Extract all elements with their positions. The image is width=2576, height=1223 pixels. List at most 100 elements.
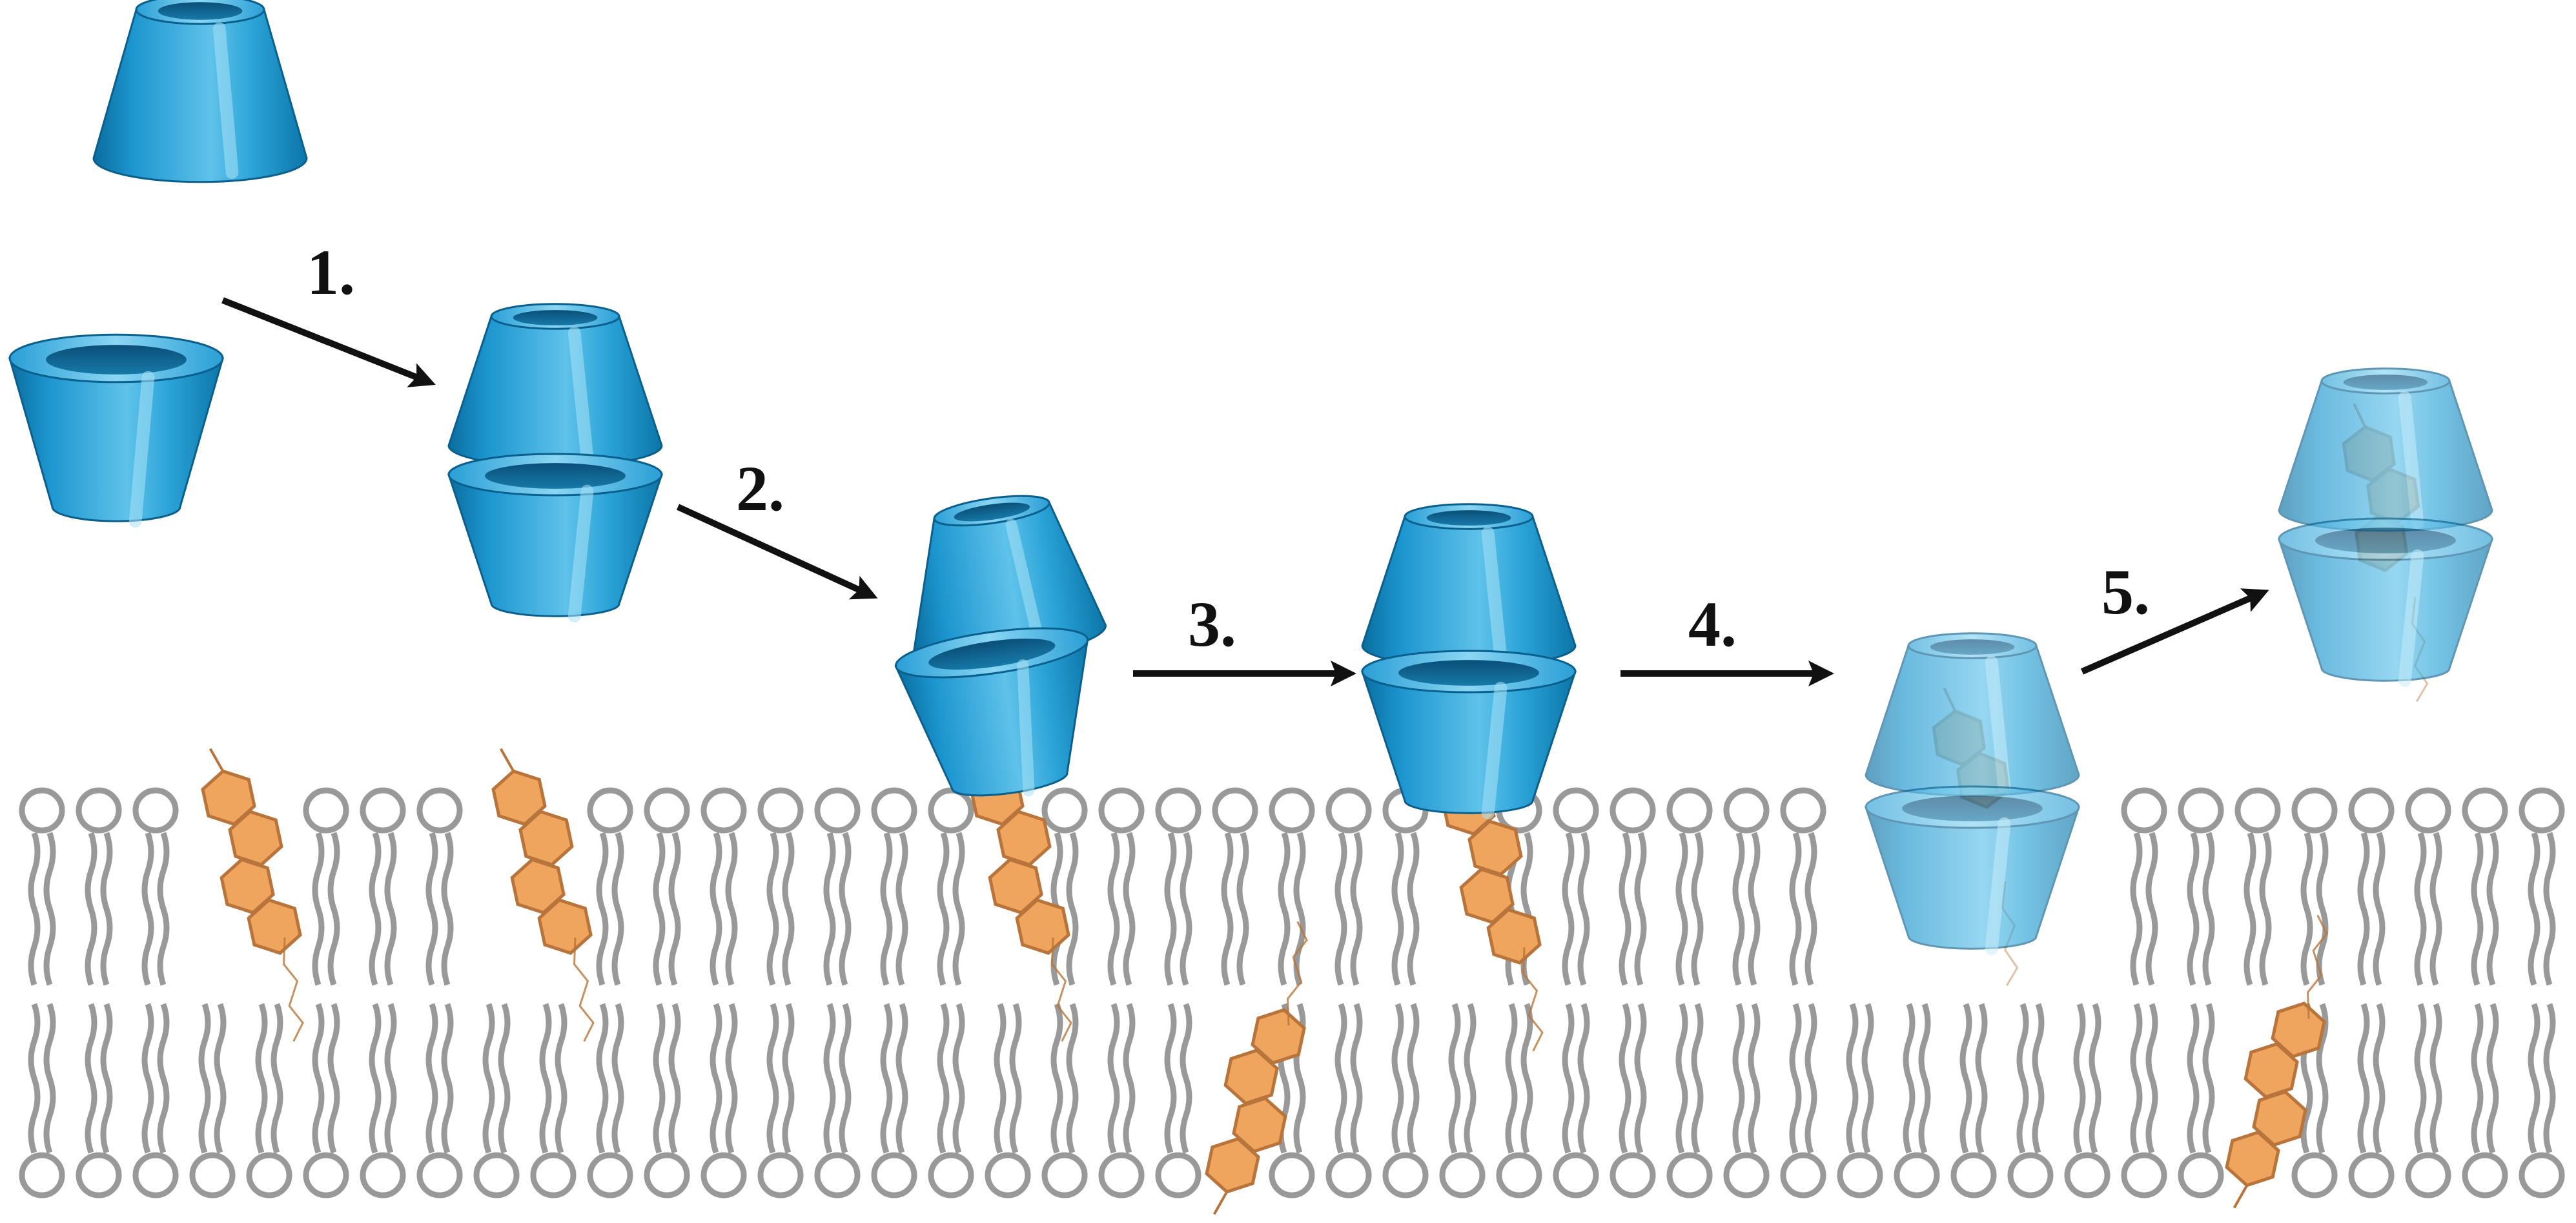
lipid-headgroup-icon xyxy=(2007,1152,2054,1198)
lipid-tail-icon xyxy=(2429,1003,2442,1154)
lipid-headgroup-icon xyxy=(246,1152,292,1198)
lipid-tail-icon xyxy=(1350,832,1363,986)
lipid-headgroup-icon xyxy=(473,1152,520,1198)
lipid-headgroup-icon xyxy=(2405,1152,2451,1198)
lipid-headgroup-icon xyxy=(644,787,690,834)
lipid-headgroup-icon xyxy=(303,1152,349,1198)
lipid-tail-icon xyxy=(327,1003,340,1154)
lipid-tail-icon xyxy=(2244,832,2256,986)
lipid-tail-icon xyxy=(1732,1003,1745,1154)
lipid-headgroup-icon xyxy=(1098,787,1145,834)
lipid-tail-icon xyxy=(611,832,624,986)
cyclodextrin-cone-icon xyxy=(1864,785,2081,956)
lipid-tail-icon xyxy=(1066,1003,1079,1154)
lipid-tail-icon xyxy=(1066,832,1079,986)
lipid-tail-icon xyxy=(1123,832,1136,986)
lipid-headgroup-icon xyxy=(189,1152,236,1198)
lipid-tail-icon xyxy=(1278,832,1291,986)
lipid-bilayer xyxy=(19,787,2565,1198)
lipid-headgroup-icon xyxy=(1610,1152,1656,1198)
lipid-tail-icon xyxy=(2187,1003,2200,1154)
lipid-headgroup-icon xyxy=(2405,787,2451,834)
lipid-tail-icon xyxy=(1334,1003,1347,1154)
lipid-headgroup-icon xyxy=(1098,1152,1145,1198)
lipid-headgroup-icon xyxy=(1041,787,1088,834)
lipid-tail-icon xyxy=(2130,832,2143,986)
lipid-tail-icon xyxy=(1562,1003,1575,1154)
lipid-headgroup-icon xyxy=(1269,787,1315,834)
lipid-tail-icon xyxy=(1505,1003,1518,1154)
lipid-headgroup-icon xyxy=(132,1152,179,1198)
lipid-tail-icon xyxy=(1675,1003,1688,1154)
lipid-tail-icon xyxy=(1804,832,1817,986)
lipid-tail-icon xyxy=(1334,832,1347,986)
lipid-headgroup-icon xyxy=(871,787,917,834)
lipid-tail-icon xyxy=(880,832,893,986)
lipid-tail-icon xyxy=(1107,832,1120,986)
lipid-tail-icon xyxy=(425,832,438,986)
cyclodextrin-group xyxy=(8,0,2494,956)
lipid-tail-icon xyxy=(1691,832,1704,986)
lipid-tail-icon xyxy=(1164,832,1177,986)
lipid-tail-icon xyxy=(2528,1003,2540,1154)
cholesterol-molecule-icon xyxy=(2225,914,2328,1209)
lipid-tail-icon xyxy=(1675,832,1688,986)
lipid-tail-icon xyxy=(1789,1003,1802,1154)
lipid-tail-icon xyxy=(782,1003,795,1154)
lipid-tail-icon xyxy=(2414,832,2427,986)
lipid-tail-icon xyxy=(1846,1003,1859,1154)
lipid-tail-icon xyxy=(28,1003,41,1154)
step-labels: 1. 2. 3. 4. 5. xyxy=(307,236,2150,660)
lipid-headgroup-icon xyxy=(1666,1152,1713,1198)
lipid-headgroup-icon xyxy=(1325,787,1372,834)
step-label-4: 4. xyxy=(1688,588,1737,660)
lipid-tail-icon xyxy=(668,1003,681,1154)
lipid-headgroup-icon xyxy=(814,1152,861,1198)
lipid-tail-icon xyxy=(141,832,154,986)
lipid-tail-icon xyxy=(2486,1003,2499,1154)
lipid-tail-icon xyxy=(823,1003,836,1154)
lipid-tail-icon xyxy=(214,1003,227,1154)
lipid-tail-icon xyxy=(1123,1003,1136,1154)
lipid-tail-icon xyxy=(1009,1003,1022,1154)
lipid-headgroup-icon xyxy=(2178,787,2224,834)
lipid-tail-icon xyxy=(653,832,666,986)
lipid-headgroup-icon xyxy=(1269,1152,1315,1198)
lipid-tail-icon xyxy=(2357,832,2370,986)
lipid-headgroup-icon xyxy=(757,787,804,834)
lipid-tail-icon xyxy=(2414,1003,2427,1154)
lipid-tail-icon xyxy=(2429,832,2442,986)
lipid-tail-icon xyxy=(2073,1003,2086,1154)
step-label-2: 2. xyxy=(736,453,784,524)
lipid-tail-icon xyxy=(952,832,965,986)
lipid-headgroup-icon xyxy=(2462,787,2508,834)
lipid-tail-icon xyxy=(157,832,170,986)
lipid-tail-icon xyxy=(1732,832,1745,986)
lipid-headgroup-icon xyxy=(360,1152,406,1198)
lipid-tail-icon xyxy=(668,832,681,986)
lipid-tail-icon xyxy=(766,1003,779,1154)
cyclodextrin-cone-icon xyxy=(894,627,1089,797)
lipid-tail-icon xyxy=(895,832,908,986)
lipid-headgroup-icon xyxy=(2348,787,2395,834)
lipid-headgroup-icon xyxy=(928,1152,974,1198)
step-label-3: 3. xyxy=(1188,588,1236,660)
lipid-tail-icon xyxy=(710,832,722,986)
lipid-tail-icon xyxy=(312,1003,325,1154)
lipid-tail-icon xyxy=(1562,832,1575,986)
cyclodextrin-cone-icon xyxy=(912,495,1107,664)
lipid-tail-icon xyxy=(1293,832,1306,986)
lipid-tail-icon xyxy=(895,1003,908,1154)
lipid-headgroup-icon xyxy=(530,1152,577,1198)
lipid-tail-icon xyxy=(2357,1003,2370,1154)
lipid-tail-icon xyxy=(2486,832,2499,986)
step-label-1: 1. xyxy=(307,236,355,308)
lipid-tail-icon xyxy=(312,832,325,986)
cyclodextrin-cone-icon xyxy=(2277,517,2494,688)
lipid-tail-icon xyxy=(839,832,852,986)
lipid-tail-icon xyxy=(198,1003,211,1154)
lipid-headgroup-icon xyxy=(757,1152,804,1198)
lipid-tail-icon xyxy=(28,832,41,986)
arrow-icon xyxy=(2081,588,2269,675)
lipid-headgroup-icon xyxy=(1780,1152,1826,1198)
